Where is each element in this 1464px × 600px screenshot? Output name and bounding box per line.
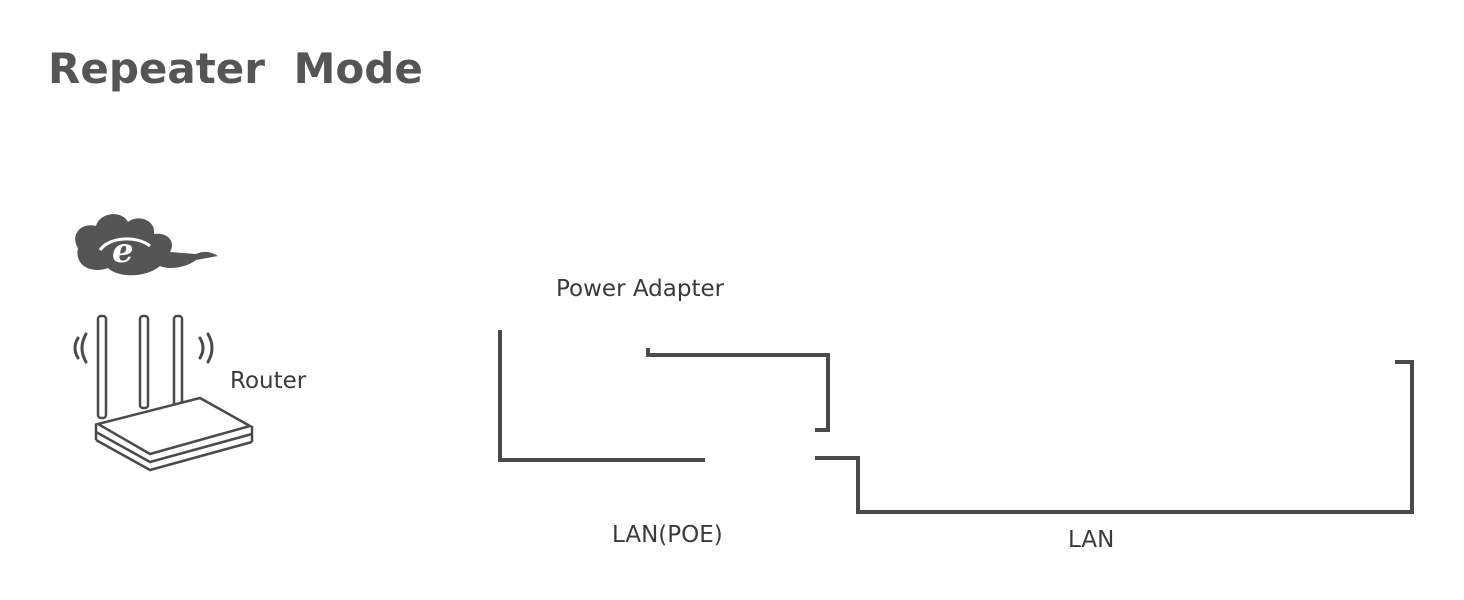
router-icon xyxy=(73,314,254,472)
internet-cloud-icon: e xyxy=(75,214,218,276)
diagram-title: Repeater Mode xyxy=(48,44,423,93)
cable-lan xyxy=(815,360,1414,514)
power-adapter-label: Power Adapter xyxy=(556,276,725,302)
cable-power xyxy=(646,348,830,432)
svg-text:e: e xyxy=(112,231,134,271)
lan-poe-label: LAN(POE) xyxy=(612,522,723,548)
cable-lan-poe xyxy=(498,330,705,462)
lan-label: LAN xyxy=(1068,527,1115,553)
cables xyxy=(498,330,1414,514)
router-label: Router xyxy=(230,368,307,394)
